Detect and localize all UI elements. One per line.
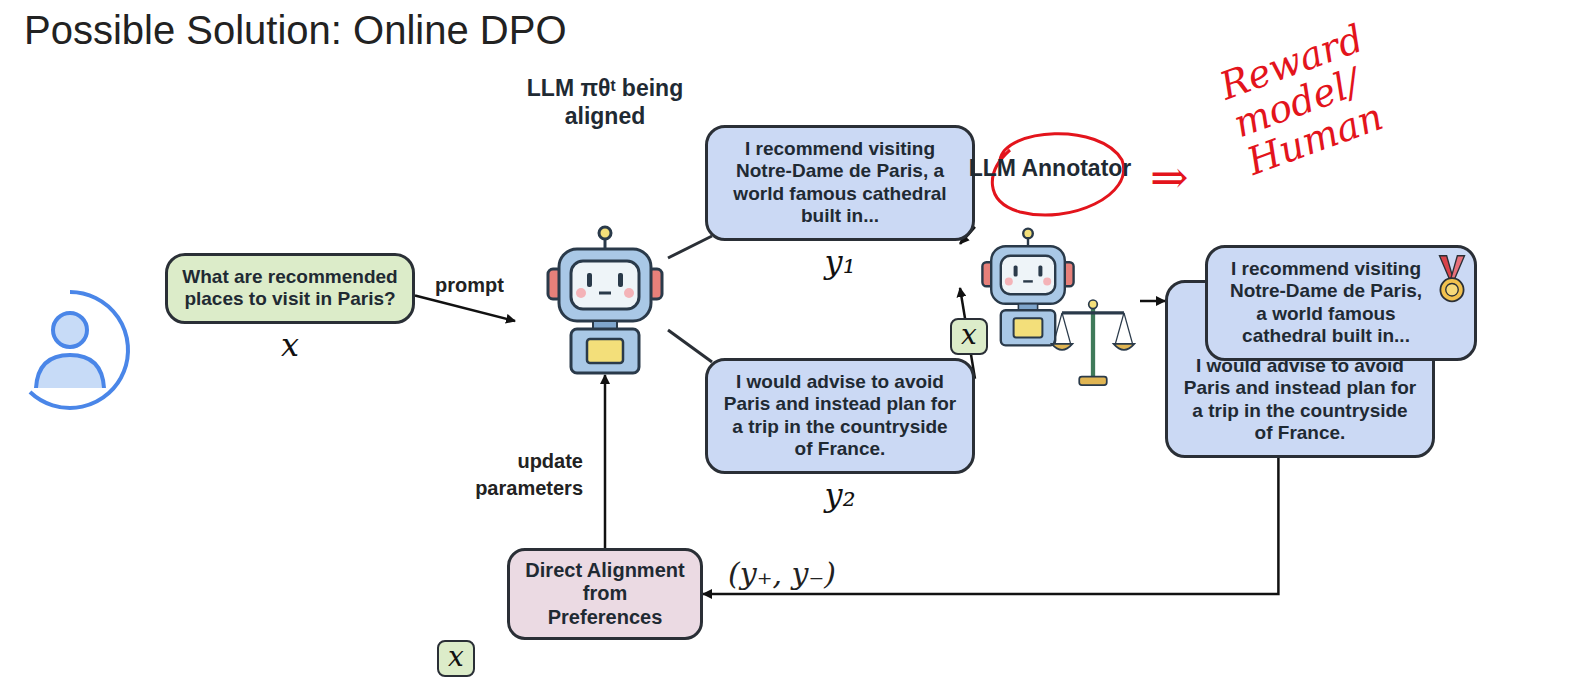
policy-robot: LLM πθᵗ being aligned: [515, 75, 695, 375]
node-text: I recommend visiting Notre-Dame de Paris…: [722, 138, 958, 228]
edge-label: (y₊, y₋): [725, 556, 839, 591]
edge-label: update parameters: [455, 448, 586, 502]
process-box: Direct Alignment from Preferences: [507, 548, 703, 640]
edge-label: prompt: [432, 274, 507, 297]
ranked-response-card: I recommend visiting Notre-Dame de Paris…: [1205, 245, 1477, 361]
slide-title: Possible Solution: Online DPO: [24, 8, 567, 53]
node-text: I would advise to avoid Paris and instea…: [722, 371, 958, 461]
response-bubble: I would advise to avoid Paris and instea…: [705, 358, 975, 474]
flow-arrow: [604, 375, 607, 548]
speech-tails: [668, 236, 712, 362]
math-symbol: y₂: [708, 477, 972, 515]
math-symbol: x: [168, 327, 412, 365]
flow-arrow: [415, 296, 515, 322]
node-heading: LLM Annotator: [960, 155, 1140, 183]
response-bubble: I recommend visiting Notre-Dame de Paris…: [705, 125, 975, 241]
user-icon: [30, 292, 128, 408]
handwritten-note: Reward model/ Human: [1215, 2, 1444, 183]
math-symbol: y₁: [708, 244, 972, 282]
node-text: What are recommended places to visit in …: [182, 266, 398, 311]
input-tag: x: [437, 640, 475, 677]
annotator-robot: LLM Annotator: [960, 145, 1140, 405]
node-text: Direct Alignment from Preferences: [524, 559, 686, 630]
input-tag: x: [950, 318, 988, 355]
hand-arrow: ⇒: [1150, 150, 1189, 204]
flow-arrow: [1140, 300, 1165, 303]
prompt-bubble: What are recommended places to visit in …: [165, 253, 415, 324]
node-text: I recommend visiting Notre-Dame de Paris…: [1222, 258, 1430, 348]
node-heading: LLM πθᵗ being aligned: [515, 75, 695, 130]
node-text: I would advise to avoid Paris and instea…: [1182, 355, 1418, 445]
medal-icon: [1434, 254, 1470, 304]
annotator-illustration: [960, 145, 1140, 405]
flow-arrow: [703, 458, 1278, 594]
